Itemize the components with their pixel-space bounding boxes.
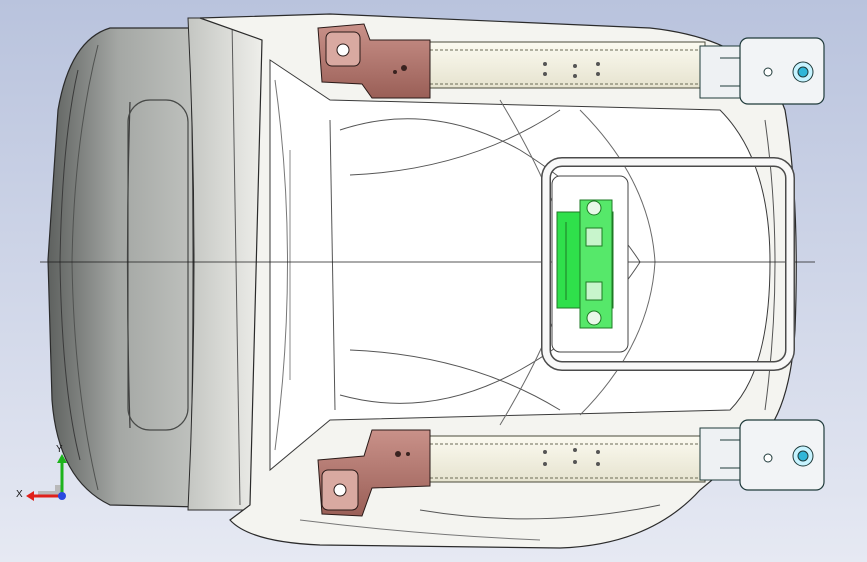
triad-base-icon: [38, 485, 61, 497]
y-arrowhead-icon: [57, 454, 67, 463]
axis-triad: X Y: [16, 444, 67, 501]
seat-rail-bottom[interactable]: [424, 435, 706, 483]
y-axis-label: Y: [56, 444, 63, 455]
backrest-bolster: [187, 17, 263, 511]
green-connector[interactable]: [556, 199, 614, 329]
x-axis-label: X: [16, 489, 23, 500]
rail-bracket-top-left[interactable]: [317, 23, 431, 99]
rail-bracket-bottom-left[interactable]: [317, 429, 431, 517]
rail-end-block-bottom-right[interactable]: [699, 419, 825, 491]
seat-rail-top[interactable]: [424, 41, 706, 89]
x-arrowhead-icon: [26, 491, 34, 501]
z-axis-dot-icon: [58, 492, 66, 500]
rail-end-block-top-right[interactable]: [699, 37, 825, 105]
